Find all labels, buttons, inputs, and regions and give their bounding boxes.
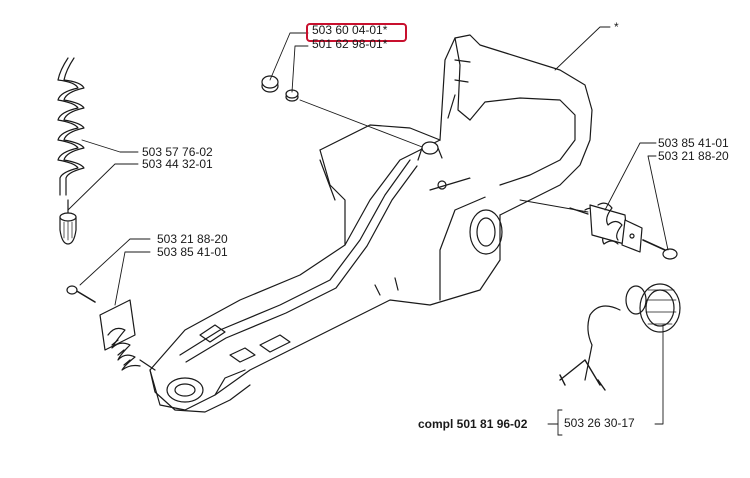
- tank-housing: [149, 124, 503, 413]
- right-av-spring: [519, 199, 678, 260]
- part-label-left-top[interactable]: 503 21 88-20: [157, 232, 228, 246]
- compl-label[interactable]: compl 501 81 96-02: [418, 417, 528, 431]
- highlight-box: [306, 23, 407, 42]
- left-av-spring: [66, 285, 156, 371]
- part-label-coil-bottom[interactable]: 503 44 32-01: [142, 157, 213, 171]
- part-label-highlighted[interactable]: 503 60 04-01*: [312, 23, 388, 37]
- leader-lines: [67, 26, 669, 436]
- part-label-right-top[interactable]: 503 85 41-01: [658, 136, 729, 150]
- part-label-left-bottom[interactable]: 503 85 41-01: [157, 245, 228, 259]
- grommet-parts: [261, 75, 443, 161]
- asterisk-label: *: [614, 20, 619, 34]
- fuel-filter: [59, 199, 77, 245]
- part-label-coil-top[interactable]: 503 57 76-02: [142, 145, 213, 159]
- fuel-cap: [559, 283, 681, 391]
- fuel-hose-coil: [57, 57, 85, 196]
- rear-handle: [439, 34, 593, 216]
- part-label-cap[interactable]: 503 26 30-17: [564, 416, 635, 430]
- part-label-right-bottom[interactable]: 503 21 88-20: [658, 149, 729, 163]
- part-label-grommet[interactable]: 501 62 98-01*: [312, 37, 388, 51]
